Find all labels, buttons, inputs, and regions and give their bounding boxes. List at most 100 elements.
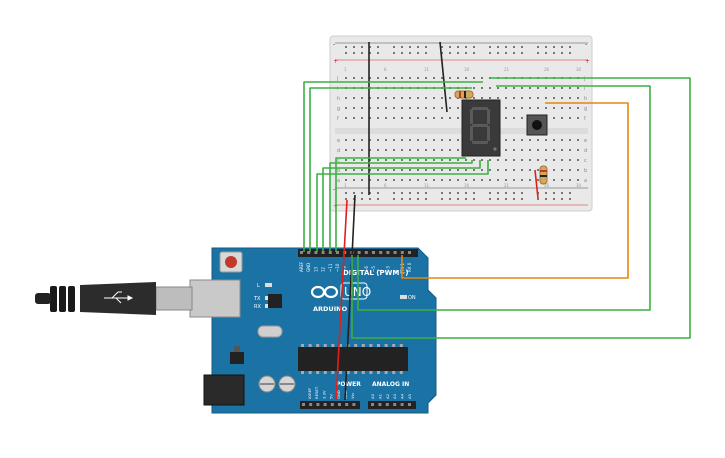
- power-pin-label: 3.3V: [321, 390, 326, 399]
- terminal-hole: [537, 149, 539, 151]
- terminal-hole: [457, 149, 459, 151]
- breadboard-holes: [345, 46, 579, 200]
- reset-button[interactable]: [225, 256, 237, 268]
- terminal-hole: [361, 107, 363, 109]
- rail-hole: [497, 52, 499, 54]
- usb-plug-metal: [155, 286, 193, 311]
- terminal-hole: [577, 87, 579, 89]
- terminal-hole: [353, 117, 355, 119]
- chip-pin: [399, 344, 403, 347]
- terminal-hole: [553, 107, 555, 109]
- rail-hole: [449, 52, 451, 54]
- chip-pin: [323, 371, 327, 374]
- usb-cable[interactable]: [35, 282, 193, 315]
- rail-hole: [417, 192, 419, 194]
- chip-pin: [339, 371, 342, 374]
- wire-green-2: [309, 87, 472, 252]
- rail-hole: [417, 46, 419, 48]
- terminal-hole: [449, 139, 451, 141]
- terminal-hole: [353, 97, 355, 99]
- column-number: 26: [544, 183, 550, 188]
- digital-pin-label: ~6: [364, 266, 369, 272]
- rail-hole: [465, 198, 467, 200]
- rail-hole: [401, 46, 403, 48]
- header-pin: [408, 251, 411, 254]
- terminal-hole: [545, 87, 547, 89]
- terminal-hole: [401, 77, 403, 79]
- terminal-hole: [569, 107, 571, 109]
- row-letter: b: [584, 168, 587, 174]
- chip-pin: [316, 371, 320, 374]
- terminal-hole: [369, 117, 371, 119]
- terminal-hole: [361, 179, 363, 181]
- analog-pin-label: A2: [385, 393, 390, 399]
- rail-hole: [441, 198, 443, 200]
- chip-pin: [323, 344, 327, 347]
- resistor-display[interactable]: [454, 90, 474, 99]
- rail-hole: [489, 52, 491, 54]
- terminal-hole: [505, 139, 507, 141]
- row-letter: d: [584, 148, 587, 154]
- rail-hole: [521, 52, 523, 54]
- column-number: 1: [344, 183, 347, 188]
- terminal-hole: [521, 139, 523, 141]
- terminal-hole: [569, 149, 571, 151]
- column-number: 1: [344, 67, 347, 72]
- rail-hole: [457, 192, 459, 194]
- terminal-hole: [537, 179, 539, 181]
- terminal-hole: [345, 139, 347, 141]
- row-letter: f: [584, 116, 586, 122]
- terminal-hole: [417, 169, 419, 171]
- terminal-hole: [353, 139, 355, 141]
- chip-pin: [399, 371, 403, 374]
- power-pin-label: GND: [336, 390, 341, 399]
- row-letter: i: [337, 86, 338, 92]
- rail-hole: [361, 192, 363, 194]
- seven-segment-display[interactable]: [461, 99, 501, 157]
- rail-hole: [353, 52, 355, 54]
- header-pin: [314, 251, 318, 254]
- header-pin: [321, 251, 325, 254]
- rail-hole: [513, 46, 515, 48]
- terminal-hole: [513, 87, 515, 89]
- rail-hole: [473, 52, 475, 54]
- terminal-hole: [433, 107, 435, 109]
- power-pin-label: Vin: [350, 392, 355, 399]
- power-pin-label: IOREF: [307, 388, 312, 399]
- wires[interactable]: [303, 41, 691, 401]
- rail-hole: [449, 198, 451, 200]
- terminal-hole: [577, 179, 579, 181]
- terminal-hole: [521, 149, 523, 151]
- digital-pin-label: AREF: [299, 261, 304, 272]
- terminal-hole: [361, 169, 363, 171]
- terminal-hole: [529, 97, 531, 99]
- chip-pin: [308, 344, 312, 347]
- resistor-button[interactable]: [539, 165, 548, 185]
- display-decimal-point: [493, 147, 497, 151]
- terminal-hole: [473, 159, 475, 161]
- terminal-hole: [489, 159, 491, 161]
- terminal-hole: [449, 179, 451, 181]
- row-letter: c: [584, 158, 587, 164]
- row-letter: i: [584, 86, 585, 92]
- digital-pin-label: 7: [357, 269, 362, 272]
- rail-hole: [377, 192, 379, 194]
- terminal-hole: [385, 149, 387, 151]
- terminal-hole: [425, 149, 427, 151]
- terminal-hole: [577, 97, 579, 99]
- terminal-hole: [521, 117, 523, 119]
- voltage-regulator-tab: [234, 346, 240, 352]
- terminal-hole: [465, 159, 467, 161]
- analog-header: [368, 401, 416, 409]
- rail-hole: [425, 198, 427, 200]
- terminal-hole: [457, 139, 459, 141]
- row-letter: e: [337, 138, 340, 144]
- terminal-hole: [393, 77, 395, 79]
- column-number: 21: [504, 67, 510, 72]
- rail-hole: [497, 192, 499, 194]
- terminal-hole: [425, 179, 427, 181]
- digital-pin-label: ~11: [328, 263, 333, 272]
- analog-pin-label: A3: [392, 393, 397, 399]
- push-button[interactable]: [526, 114, 548, 136]
